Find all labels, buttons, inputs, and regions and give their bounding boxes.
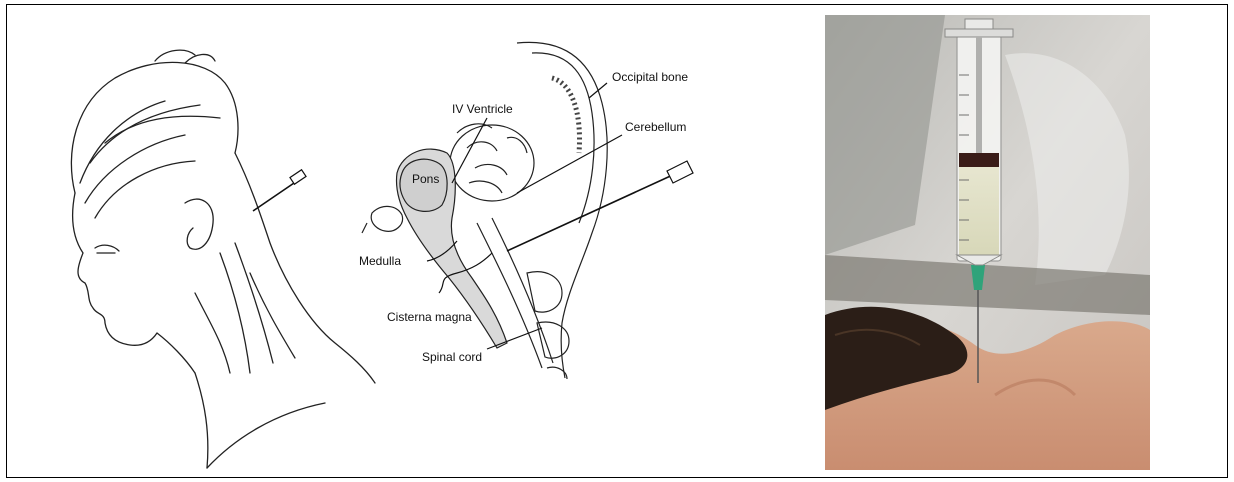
label-cisterna-magna: Cisterna magna [387,310,472,324]
label-spinal-cord: Spinal cord [422,350,482,364]
sagittal-anatomy-diagram: Occipital bone IV Ventricle Cerebellum P… [357,23,737,383]
label-occipital-bone: Occipital bone [612,70,688,84]
label-iv-ventricle: IV Ventricle [452,102,513,116]
label-pons: Pons [412,172,439,186]
label-cerebellum: Cerebellum [625,120,686,134]
photo-rendering [825,15,1150,470]
anatomy-drawing: Occipital bone IV Ventricle Cerebellum P… [357,23,737,383]
needle-icon [253,170,306,211]
head-profile-illustration [35,43,380,473]
figure-frame: Occipital bone IV Ventricle Cerebellum P… [6,4,1228,478]
head-drawing [35,43,380,473]
procedure-photo [825,15,1150,470]
label-medulla: Medulla [359,254,401,268]
